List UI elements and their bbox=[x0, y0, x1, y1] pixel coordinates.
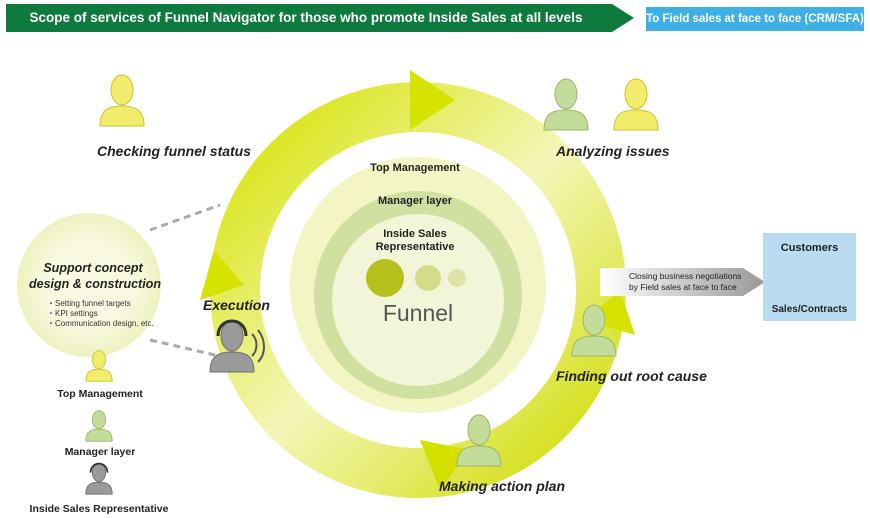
stage-execution: Execution bbox=[203, 297, 270, 313]
funnel-ball-large bbox=[366, 259, 404, 297]
dashed-connector-bottom bbox=[149, 338, 216, 357]
legend-person-manager bbox=[85, 410, 113, 442]
stage-analyzing: Analyzing issues bbox=[556, 143, 670, 159]
funnel-ball-small bbox=[448, 269, 466, 287]
banner-title: Scope of services of Funnel Navigator fo… bbox=[29, 10, 583, 25]
arrow-head-top bbox=[410, 70, 455, 130]
arrow-head-left bbox=[200, 250, 244, 300]
banner-arrow bbox=[6, 4, 634, 32]
stage-checking: Checking funnel status bbox=[97, 143, 252, 159]
funnel-ball-medium bbox=[415, 265, 441, 291]
crm-sfa-badge: To Field sales at face to face (CRM/SFA) bbox=[646, 7, 864, 31]
legend-label-isr: Inside Sales Representative bbox=[29, 503, 169, 515]
support-bullet: ・Communication design, etc. bbox=[47, 319, 154, 328]
dashed-connector-top bbox=[149, 203, 221, 232]
ring-label-isr-line2: Representative bbox=[375, 241, 455, 253]
legend-label-manager: Manager layer bbox=[64, 446, 136, 458]
customers-box bbox=[763, 233, 856, 321]
support-bullet: ・KPI settings bbox=[47, 309, 98, 318]
support-bullet-list: ・Setting funnel targets ・KPI settings ・C… bbox=[47, 299, 154, 329]
stage-root-cause: Finding out root cause bbox=[556, 368, 707, 384]
support-title-line1: Support concept bbox=[43, 261, 143, 275]
customers-title: Customers bbox=[780, 242, 839, 254]
support-title-line2: design & construction bbox=[29, 277, 161, 291]
person-icon-analyzing-top bbox=[613, 78, 659, 131]
headset-icon-execution bbox=[209, 319, 265, 373]
arrow-head-bottom bbox=[420, 440, 470, 490]
legend-headset-isr bbox=[85, 462, 113, 495]
ring-label-isr-line1: Inside Sales bbox=[383, 228, 447, 240]
closing-label: Closing business negotiations by Field s… bbox=[629, 271, 742, 292]
support-bullet: ・Setting funnel targets bbox=[47, 299, 131, 308]
legend-label-top: Top Management bbox=[57, 388, 143, 400]
stage-action-plan: Making action plan bbox=[439, 478, 566, 494]
person-icon-checking bbox=[99, 74, 145, 127]
funnel-label: Funnel bbox=[382, 300, 454, 326]
support-circle bbox=[17, 213, 161, 357]
customers-result: Sales/Contracts bbox=[771, 304, 848, 315]
isr-ring bbox=[332, 214, 504, 386]
closing-arrow bbox=[600, 268, 765, 296]
ring-label-top-management: Top Management bbox=[370, 162, 460, 174]
ring-label-manager: Manager layer bbox=[378, 195, 452, 207]
person-icon-analyzing-manager bbox=[543, 78, 589, 131]
